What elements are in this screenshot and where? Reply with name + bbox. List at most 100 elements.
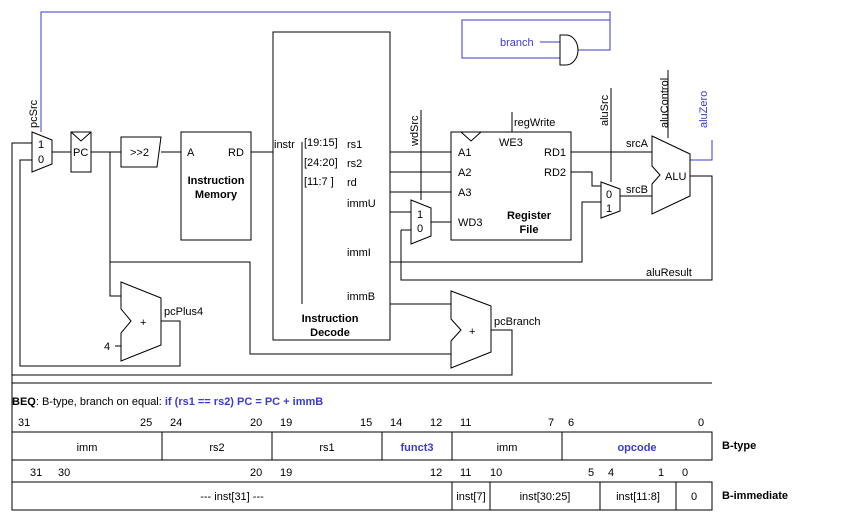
beq-description: BEQ: B-type, branch on equal: if (rs1 ==… xyxy=(12,396,323,408)
svg-text:12: 12 xyxy=(430,417,442,429)
svg-text:19: 19 xyxy=(280,417,292,429)
svg-text:A3: A3 xyxy=(458,187,471,199)
svg-text:pcBranch: pcBranch xyxy=(494,316,540,328)
svg-text:RD: RD xyxy=(228,147,244,159)
svg-text:24: 24 xyxy=(170,417,182,429)
svg-text:20: 20 xyxy=(250,467,262,479)
svg-text:rs2: rs2 xyxy=(347,158,362,170)
svg-text:branch: branch xyxy=(500,37,534,49)
control-wires xyxy=(40,11,713,161)
svg-text:[11:7 ]: [11:7 ] xyxy=(304,176,334,188)
svg-text:4: 4 xyxy=(608,467,614,479)
svg-text:31: 31 xyxy=(18,417,30,429)
svg-text:25: 25 xyxy=(140,417,152,429)
btype-field: imm xyxy=(497,442,518,454)
svg-text:31: 31 xyxy=(30,467,42,479)
svg-text:12: 12 xyxy=(430,467,442,479)
svg-text:immB: immB xyxy=(347,291,375,303)
bimm-field: inst[11:8] xyxy=(616,491,660,503)
svg-text:0: 0 xyxy=(682,467,688,479)
svg-text:14: 14 xyxy=(390,417,402,429)
bimm-field: 0 xyxy=(691,491,697,503)
svg-text:0: 0 xyxy=(698,417,704,429)
btype-field: rs1 xyxy=(319,442,334,454)
btype-encoding: 31 25 24 20 19 15 14 12 11 7 6 0 imm rs2… xyxy=(11,417,756,461)
btype-field: rs2 xyxy=(209,442,224,454)
btype-label: B-type xyxy=(722,440,756,452)
svg-text:rs1: rs1 xyxy=(347,139,362,151)
svg-text:Instruction: Instruction xyxy=(302,313,359,325)
alu-src-label: aluSrc xyxy=(599,94,611,126)
pc-src-mux: 1 0 pcSrc xyxy=(28,99,53,173)
pc-register: PC xyxy=(70,131,92,173)
bimm-label: B-immediate xyxy=(722,490,788,502)
svg-text:A: A xyxy=(187,147,195,159)
svg-text:5: 5 xyxy=(588,467,594,479)
register-file: A1 A2 A3 WD3 WE3 RD1 RD2 Register File r… xyxy=(450,117,572,241)
svg-text:srcB: srcB xyxy=(626,184,648,196)
bimm-field: inst[30:25] xyxy=(520,491,571,503)
svg-text:RD1: RD1 xyxy=(544,147,566,159)
svg-text:immU: immU xyxy=(347,198,376,210)
pc-branch-adder: + pcBranch xyxy=(450,290,540,369)
alu-control-label: aluControl xyxy=(659,78,671,128)
svg-text:Memory: Memory xyxy=(195,189,238,201)
svg-text:instr: instr xyxy=(274,139,295,151)
svg-text:>>2: >>2 xyxy=(130,147,149,159)
svg-text:0: 0 xyxy=(38,154,44,166)
svg-text:1: 1 xyxy=(38,139,44,151)
btype-field: imm xyxy=(77,442,98,454)
svg-text:PC: PC xyxy=(73,147,88,159)
svg-text:1: 1 xyxy=(658,467,664,479)
svg-text:[19:15]: [19:15] xyxy=(304,137,338,149)
svg-text:Register: Register xyxy=(507,210,552,222)
svg-text:6: 6 xyxy=(568,417,574,429)
svg-text:aluResult: aluResult xyxy=(646,267,692,279)
svg-text:1: 1 xyxy=(417,209,423,221)
svg-text:Instruction: Instruction xyxy=(188,175,245,187)
svg-text:10: 10 xyxy=(490,467,502,479)
alu-src-mux: 0 1 aluSrc xyxy=(599,94,621,219)
svg-text:+: + xyxy=(140,317,146,329)
branch-and-gate: branch xyxy=(500,34,579,66)
btype-field: funct3 xyxy=(401,442,434,454)
svg-text:A1: A1 xyxy=(458,147,471,159)
svg-text:7: 7 xyxy=(548,417,554,429)
svg-text:A2: A2 xyxy=(458,167,471,179)
alu-zero-label: aluZero xyxy=(698,91,710,128)
svg-text:15: 15 xyxy=(360,417,372,429)
svg-text:4: 4 xyxy=(104,341,110,353)
bimm-encoding: 31 30 20 19 12 11 10 5 4 1 0 --- inst[31… xyxy=(11,467,788,511)
btype-field: opcode xyxy=(617,442,656,454)
svg-text:30: 30 xyxy=(58,467,70,479)
svg-text:WE3: WE3 xyxy=(499,137,523,149)
svg-text:Decode: Decode xyxy=(310,327,350,339)
pc-src-label: pcSrc xyxy=(28,99,40,128)
bimm-field: inst[7] xyxy=(456,491,485,503)
svg-text:19: 19 xyxy=(280,467,292,479)
wd-src-label: wdSrc xyxy=(409,115,421,147)
svg-text:+: + xyxy=(469,326,475,338)
svg-text:WD3: WD3 xyxy=(458,217,482,229)
wd-src-mux: 1 0 wdSrc xyxy=(409,115,432,245)
svg-text:11: 11 xyxy=(460,467,471,479)
svg-text:RD2: RD2 xyxy=(544,167,566,179)
svg-text:1: 1 xyxy=(606,203,612,215)
pc-plus4-adder: + pcPlus4 4 xyxy=(104,281,203,362)
svg-text:20: 20 xyxy=(250,417,262,429)
bimm-field: --- inst[31] --- xyxy=(200,491,264,503)
alu: ALU srcA srcB aluControl aluZero aluResu… xyxy=(626,78,710,279)
svg-text:[24:20]: [24:20] xyxy=(304,157,338,169)
svg-text:0: 0 xyxy=(606,189,612,201)
svg-text:File: File xyxy=(520,224,539,236)
svg-text:srcA: srcA xyxy=(626,138,649,150)
shift-block: >>2 xyxy=(120,136,162,168)
svg-text:regWrite: regWrite xyxy=(514,117,555,129)
svg-text:rd: rd xyxy=(347,177,357,189)
svg-text:ALU: ALU xyxy=(665,171,686,183)
svg-text:0: 0 xyxy=(417,223,423,235)
instruction-decode: instr [19:15] rs1 [24:20] rs2 [11:7 ] rd… xyxy=(272,31,391,341)
svg-text:11: 11 xyxy=(460,417,471,429)
svg-text:immI: immI xyxy=(347,247,371,259)
